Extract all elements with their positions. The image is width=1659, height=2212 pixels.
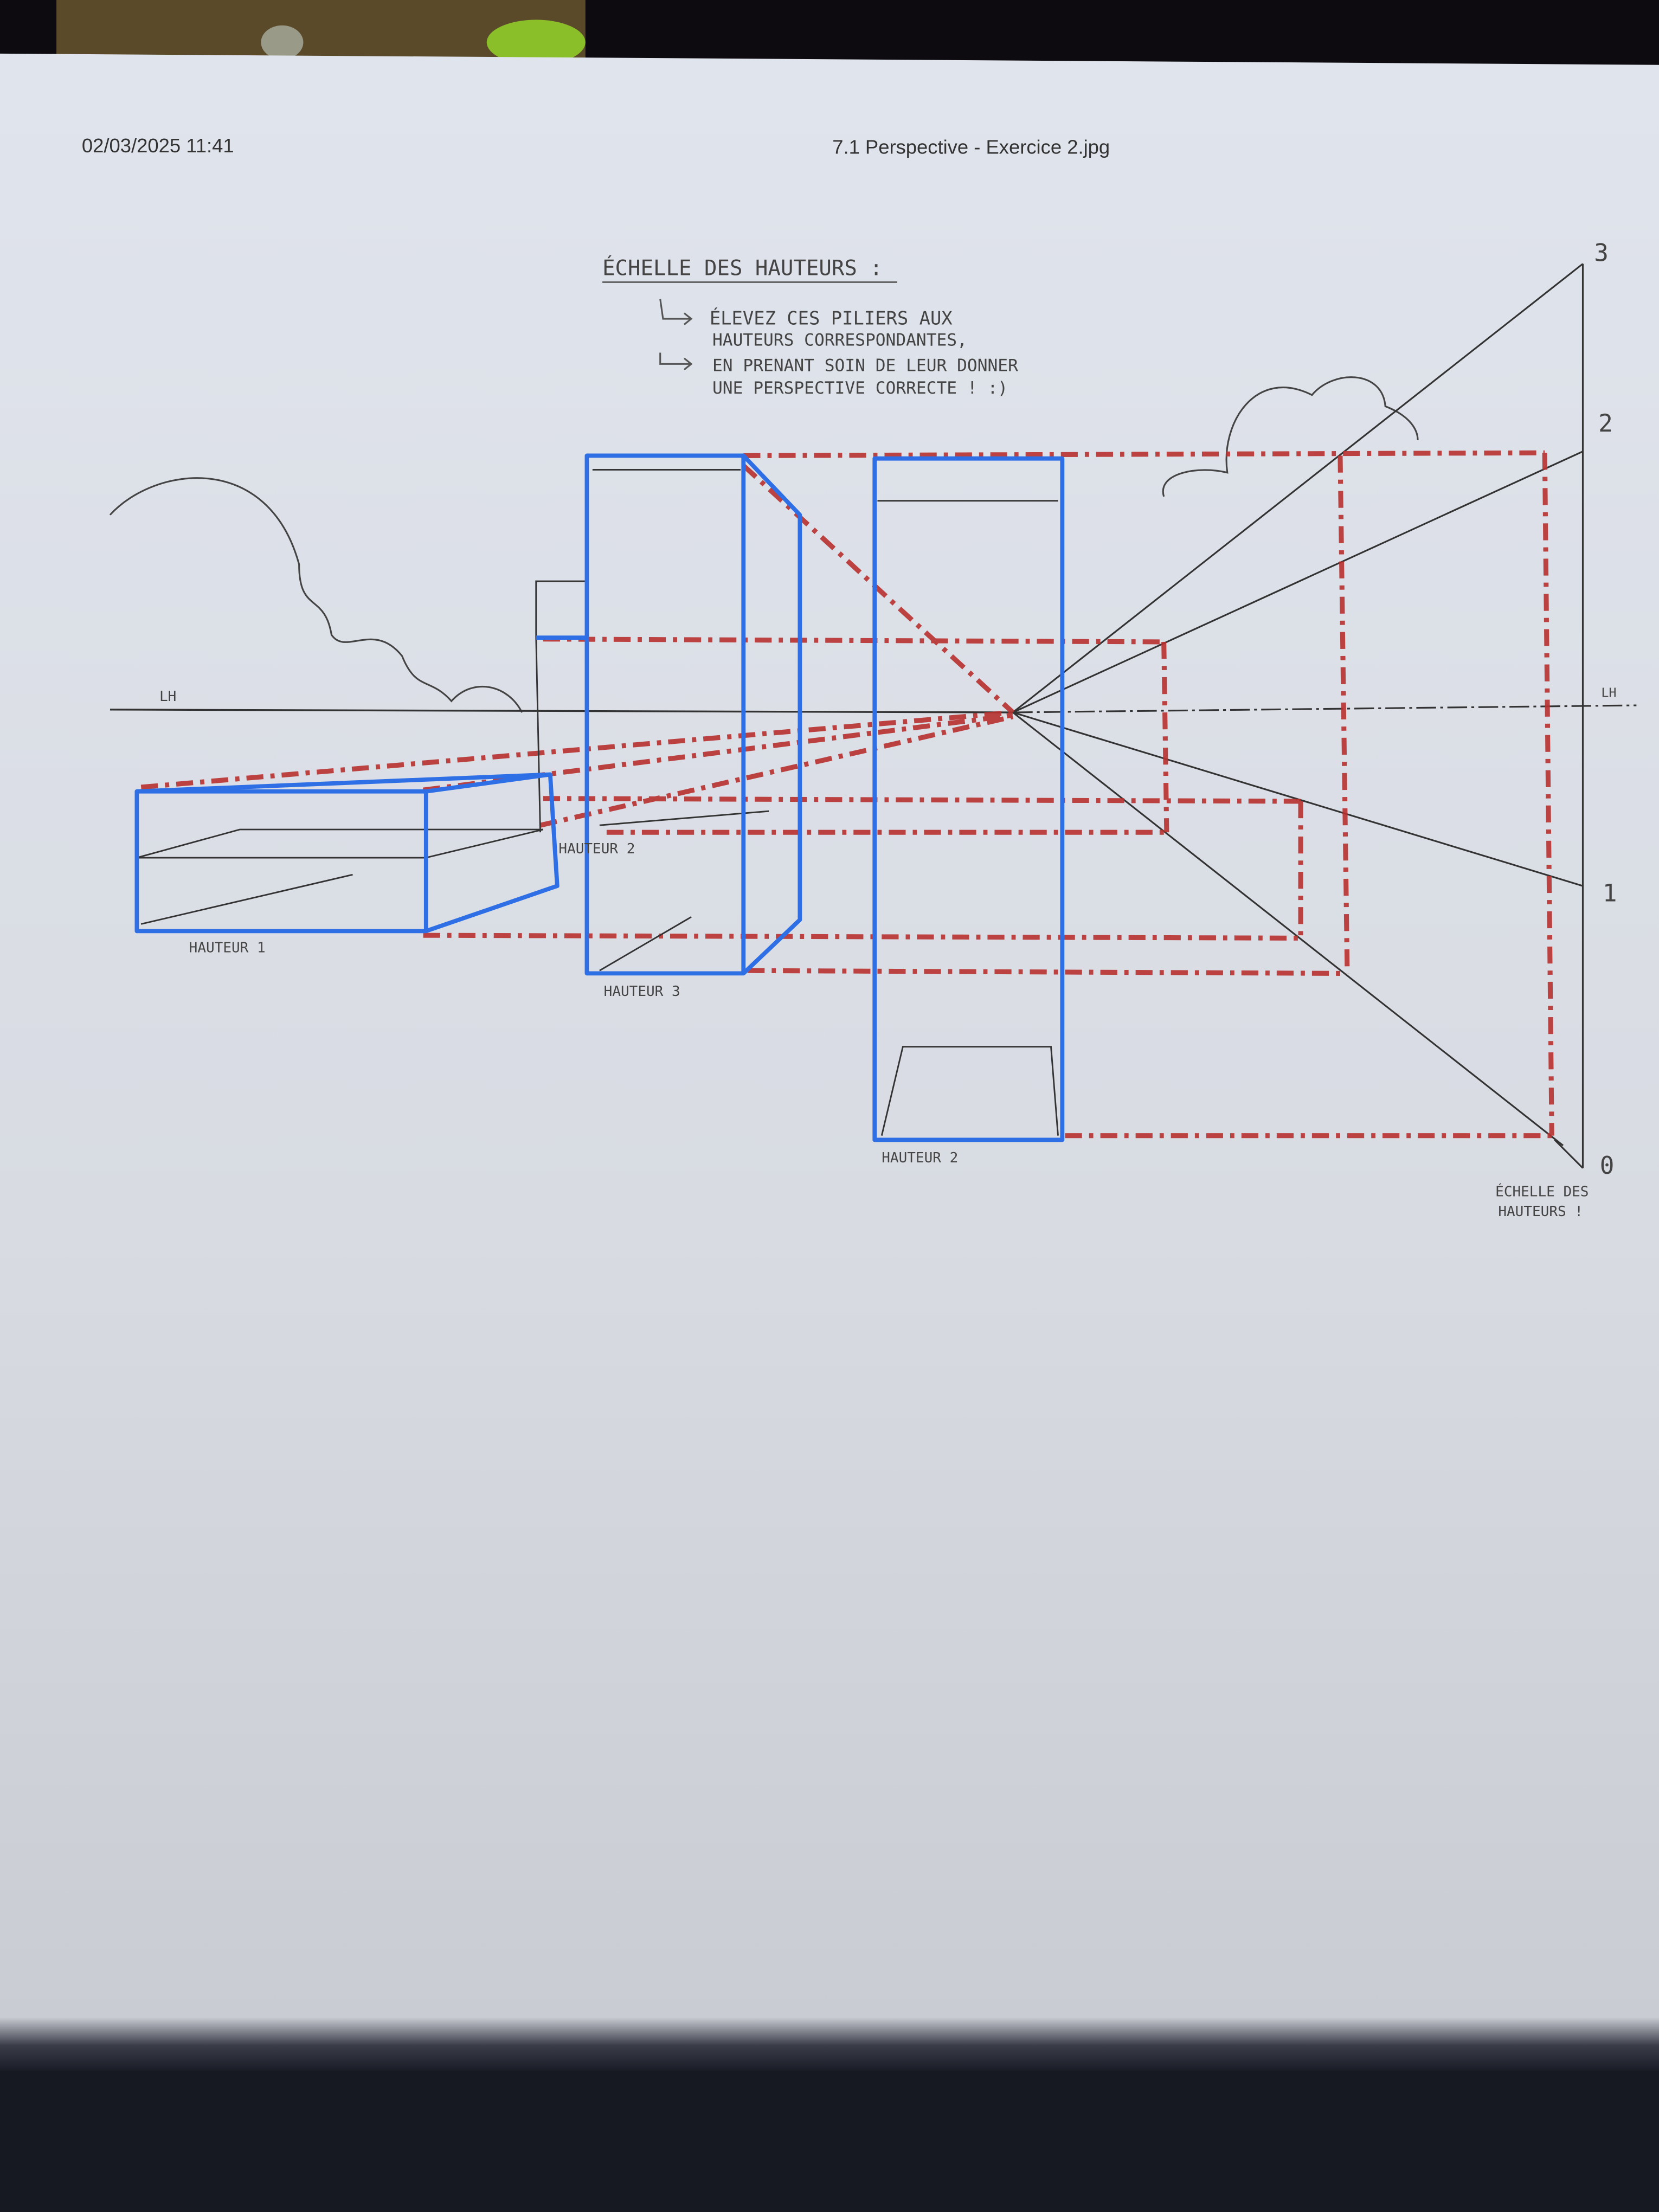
- paper-sheet: [0, 53, 1659, 2031]
- horizon-label: LH: [159, 689, 176, 705]
- plant-background: [56, 0, 586, 65]
- pencil-construction: [137, 469, 1059, 1136]
- pillar-hauteur-1: [134, 772, 560, 934]
- pillar-labels: HAUTEUR 1 HAUTEUR 2 HAUTEUR 3 HAUTEUR 2: [189, 841, 959, 1166]
- pillar-hauteur-3: [584, 453, 802, 976]
- label-hauteur-2: HAUTEUR 2: [558, 841, 635, 857]
- arrow-icon: [659, 299, 693, 325]
- instruction-line: EN PRENANT SOIN DE LEUR DONNER: [712, 356, 1018, 375]
- scale-caption: HAUTEURS !: [1498, 1204, 1583, 1220]
- horizon-line: LH LH: [110, 685, 1637, 713]
- label-hauteur-2: HAUTEUR 2: [882, 1150, 958, 1166]
- label-hauteur-1: HAUTEUR 1: [189, 940, 266, 956]
- scale-ticks: 3 2 1 0 ÉCHELLE DES HAUTEURS !: [1495, 239, 1617, 1220]
- scale-tick-2: 2: [1598, 410, 1613, 438]
- print-filename: 7.1 Perspective - Exercice 2.jpg: [832, 136, 1110, 158]
- label-hauteur-3: HAUTEUR 3: [604, 983, 680, 1000]
- instructions: ÉCHELLE DES HAUTEURS : ÉLEVEZ CES PILIER…: [602, 255, 1018, 398]
- scale-tick-3: 3: [1594, 239, 1609, 267]
- instruction-line: UNE PERSPECTIVE CORRECTE ! :): [712, 378, 1008, 398]
- instruction-line: HAUTEURS CORRESPONDANTES,: [712, 331, 967, 350]
- height-scale: [1012, 263, 1584, 1169]
- print-datetime: 02/03/2025 11:41: [82, 134, 234, 157]
- pillar-hauteur-2-front: [872, 456, 1065, 1142]
- arrow-icon: [659, 352, 693, 370]
- scale-tick-1: 1: [1603, 880, 1617, 908]
- blue-pillars: [134, 453, 1065, 1142]
- scale-caption: ÉCHELLE DES: [1495, 1183, 1589, 1200]
- red-construction-lines: [140, 450, 1554, 1139]
- scale-tick-0: 0: [1600, 1152, 1615, 1180]
- clouds: [109, 376, 1419, 713]
- instruction-line: ÉLEVEZ CES PILIERS AUX: [710, 307, 953, 329]
- instructions-title: ÉCHELLE DES HAUTEURS :: [602, 255, 883, 280]
- horizon-label: LH: [1601, 685, 1616, 700]
